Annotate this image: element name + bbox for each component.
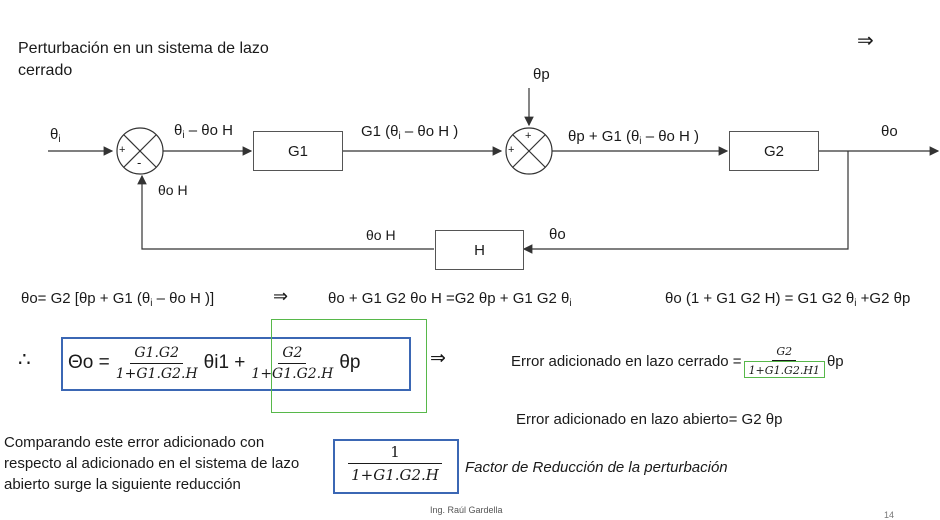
sum1-minus-sign: - [137, 155, 142, 170]
g1-block: G1 [253, 131, 343, 171]
footer-author: Ing. Raúl Gardella [430, 505, 503, 515]
highlight-box [271, 319, 427, 413]
disturbance-label: θp [533, 66, 550, 83]
g1-output-label: G1 (θi – θo H ) [361, 123, 459, 142]
therefore-symbol: ∴ [18, 349, 31, 371]
sum2-output-label: θp + G1 (θi – θo H ) [568, 128, 700, 147]
equation-2: θo + G1 G2 θo H =G2 θp + G1 G2 θi [328, 290, 572, 309]
summing-junction-1 [116, 127, 164, 175]
slide-title: Perturbación en un sistema de lazo cerra… [18, 40, 269, 79]
input-label: θi [50, 126, 61, 145]
output-label: θo [881, 123, 898, 140]
implies-arrow-1: ⇒ [273, 286, 289, 306]
sum1-plus-sign: + [119, 144, 126, 156]
feedback-line-to-sum [137, 174, 434, 250]
feedback-line-to-h [522, 151, 849, 254]
feedback-h-output-label: θo H [366, 227, 396, 243]
open-loop-error: Error adicionado en lazo abierto= G2 θp [516, 411, 783, 428]
h-block: H [435, 230, 524, 270]
equation-3: θo (1 + G1 G2 H) = G1 G2 θi +G2 θp [665, 290, 911, 309]
g2-block: G2 [729, 131, 819, 171]
error-label: θi – θo H [174, 122, 233, 141]
sum2-plus-top: + [525, 130, 532, 142]
main-result-box [61, 337, 411, 391]
sum2-plus-left: + [508, 144, 515, 156]
feedback-input-label: θo [549, 226, 566, 243]
feedback-sum-label: θo H [158, 182, 188, 198]
implies-arrow-top: ⇒ [857, 30, 874, 52]
reduction-factor-label: Factor de Reducción de la perturbación [465, 459, 728, 476]
comparison-text: Comparando este error adicionado con res… [4, 434, 300, 493]
page-number: 14 [884, 510, 895, 520]
equation-1: θo= G2 [θp + G1 (θi – θo H )] [21, 290, 215, 309]
implies-arrow-2: ⇒ [430, 348, 446, 369]
reduction-factor-box [333, 439, 459, 494]
